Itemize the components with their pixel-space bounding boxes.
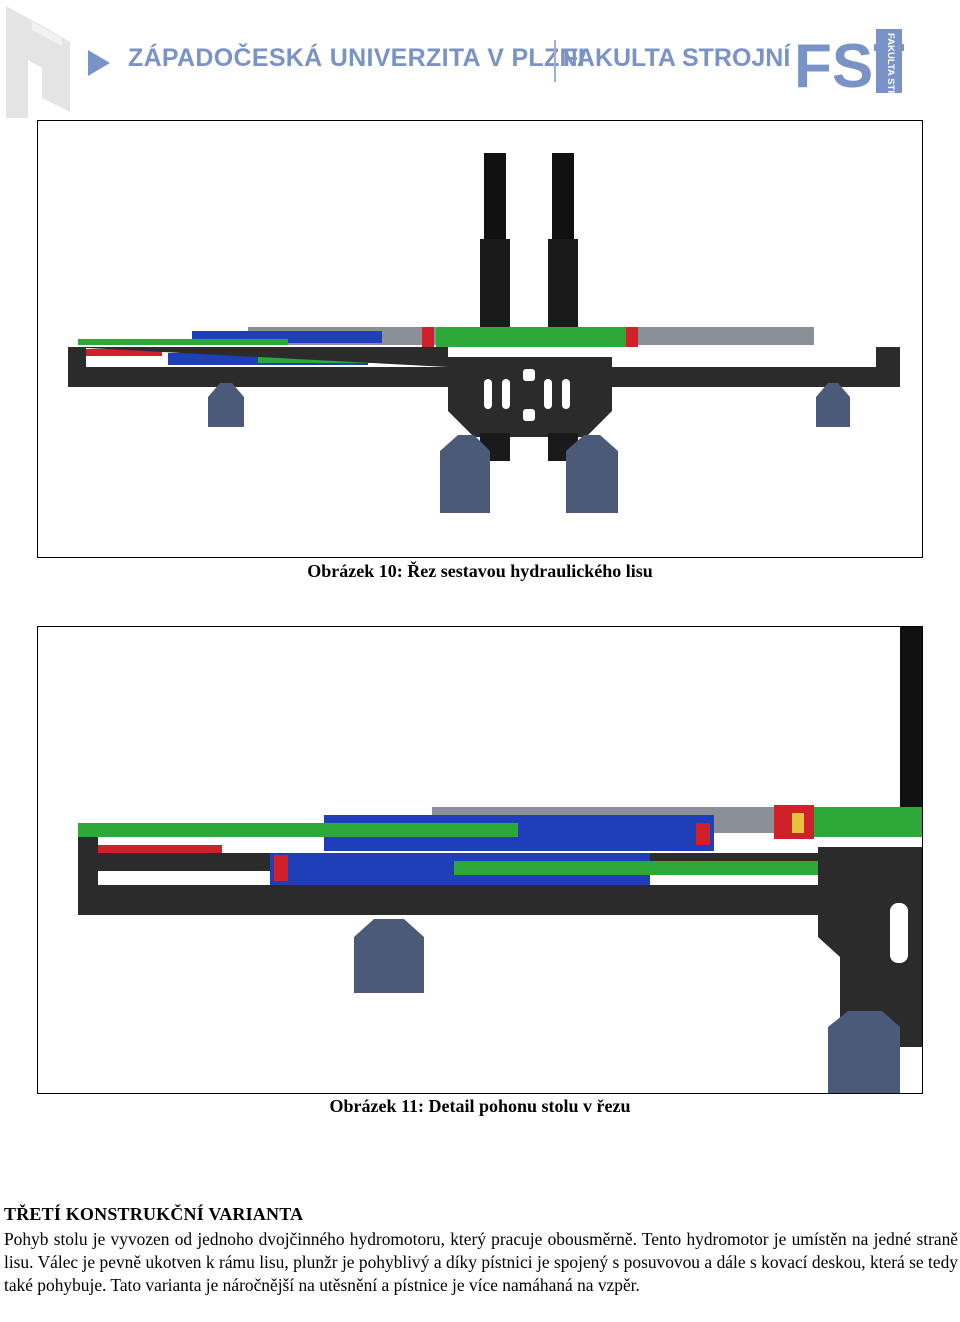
press-section-drawing xyxy=(68,153,900,513)
header-divider xyxy=(554,40,556,82)
figure-press-section xyxy=(37,120,923,558)
arrow-icon xyxy=(88,50,110,76)
fst-logo: FST FAKULTA STROJNÍ xyxy=(792,27,904,95)
table-drive-drawing xyxy=(78,627,922,1093)
faculty-name: FAKULTA STROJNÍ xyxy=(563,44,791,72)
figure-11-caption: Obrázek 11: Detail pohonu stolu v řezu xyxy=(329,1096,631,1116)
fst-logo-subtext: FAKULTA STROJNÍ xyxy=(885,33,896,95)
university-logo-icon xyxy=(6,6,70,118)
university-name: ZÁPADOČESKÁ UNIVERZITA V PLZNI xyxy=(128,44,586,72)
page-header: ZÁPADOČESKÁ UNIVERZITA V PLZNI FAKULTA S… xyxy=(0,0,960,120)
figure-table-drive-detail xyxy=(37,626,923,1094)
figure-10-caption: Obrázek 10: Řez sestavou hydraulického l… xyxy=(307,561,653,581)
section-paragraph: Pohyb stolu je vyvozen od jednoho dvojči… xyxy=(4,1229,958,1295)
section-heading: TŘETÍ KONSTRUKČNÍ VARIANTA xyxy=(4,1204,304,1224)
